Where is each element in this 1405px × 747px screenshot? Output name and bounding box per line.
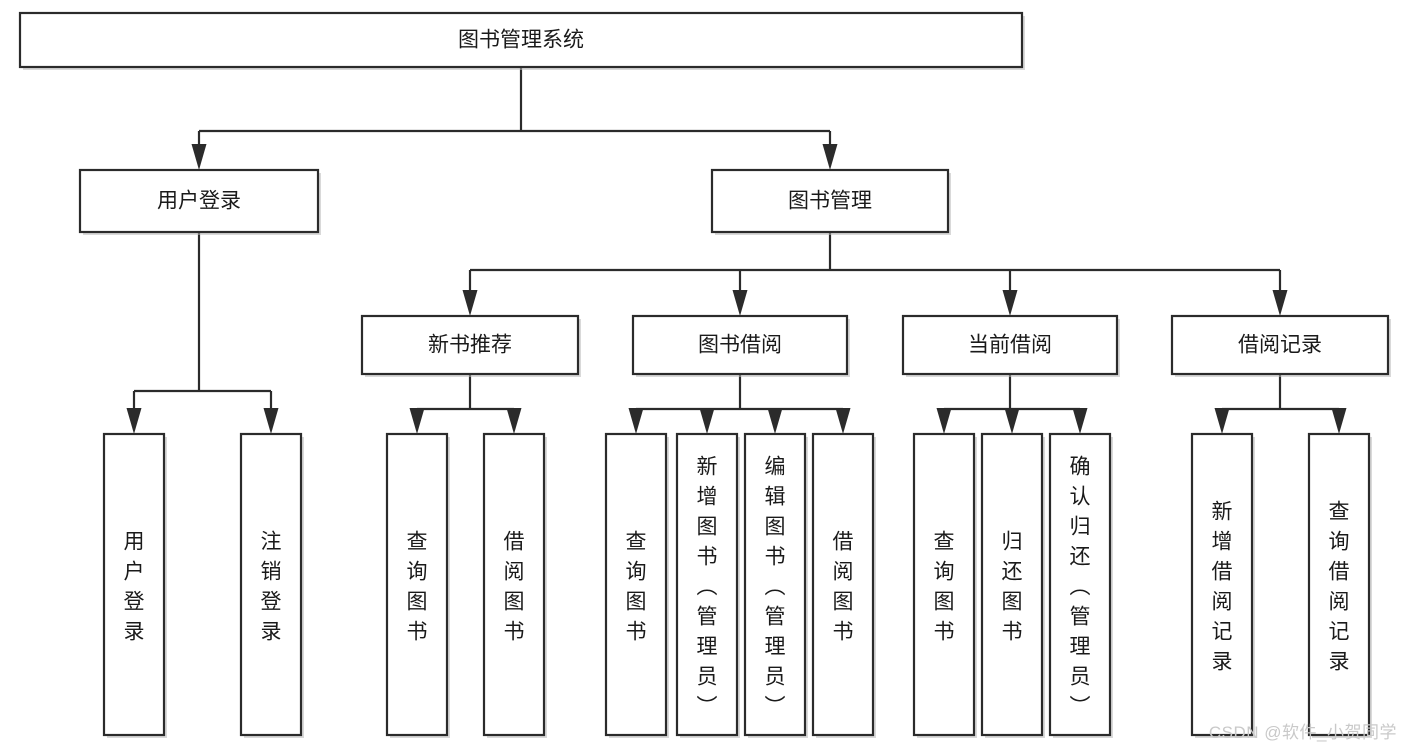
node-label: 归还图书 [1002, 531, 1023, 644]
node-leaf-5[interactable]: 查询图书 [604, 432, 669, 738]
node-box [980, 432, 1044, 737]
node-box [710, 168, 950, 234]
node-box [385, 432, 449, 737]
node-leaf-4[interactable]: 借阅图书 [482, 432, 547, 738]
arrowhead-icon [1331, 408, 1347, 434]
node-box [631, 314, 849, 376]
node-box [239, 432, 303, 737]
node-leaf-3[interactable]: 查询图书 [385, 432, 450, 738]
arrowhead-icon [1214, 408, 1230, 434]
arrowhead-icon [699, 408, 715, 434]
connector-group [936, 374, 1088, 434]
node-label: 查询图书 [407, 531, 428, 644]
arrowhead-icon [767, 408, 783, 434]
node-layer: 图书管理系统用户登录图书管理新书推荐图书借阅当前借阅借阅记录用户登录注销登录查询… [18, 11, 1391, 738]
node-label: 查询借阅记录 [1329, 501, 1350, 674]
arrowhead-icon [1072, 408, 1088, 434]
connector-group [1214, 374, 1347, 434]
node-label: 确认归还︵管理员︶ [1070, 456, 1091, 719]
arrowhead-icon [936, 408, 952, 434]
arrowhead-icon [835, 408, 851, 434]
arrowhead-icon [628, 408, 644, 434]
node-label: 借阅图书 [833, 531, 854, 644]
node-label: 新书推荐 [428, 334, 512, 357]
node-root[interactable]: 图书管理系统 [18, 11, 1025, 70]
node-label: 新增图书︵管理员︶ [697, 456, 718, 719]
node-box [18, 11, 1024, 69]
arrowhead-icon [126, 408, 142, 434]
node-leaf-1[interactable]: 用户登录 [102, 432, 167, 738]
node-label: 新增借阅记录 [1212, 501, 1233, 674]
node-label: 用户登录 [124, 531, 145, 644]
node-leaf-7[interactable]: 编辑图书︵管理员︶ [743, 432, 808, 738]
node-label: 图书管理系统 [458, 29, 584, 52]
node-box [675, 432, 739, 737]
node-box [743, 432, 807, 737]
node-records[interactable]: 借阅记录 [1170, 314, 1391, 377]
arrowhead-icon [263, 408, 279, 434]
node-label: 注销登录 [261, 531, 282, 644]
arrowhead-icon [506, 408, 522, 434]
node-label: 编辑图书︵管理员︶ [765, 456, 786, 719]
node-box [901, 314, 1119, 376]
arrowhead-icon [409, 408, 425, 434]
node-leaf-2[interactable]: 注销登录 [239, 432, 304, 738]
arrowhead-icon [191, 144, 207, 170]
node-box [811, 432, 875, 737]
arrowhead-icon [1272, 290, 1288, 316]
node-leaf-12[interactable]: 新增借阅记录 [1190, 432, 1255, 738]
node-label: 借阅图书 [504, 531, 525, 644]
node-box [1170, 314, 1390, 376]
connector-group [462, 232, 1288, 316]
node-label: 图书管理 [788, 190, 872, 213]
connector-layer [126, 67, 1347, 434]
node-box [604, 432, 668, 737]
connector-group [126, 232, 279, 434]
node-leaf-10[interactable]: 归还图书 [980, 432, 1045, 738]
node-box [1048, 432, 1112, 737]
node-box [912, 432, 976, 737]
connector-group [628, 374, 851, 434]
node-label: 当前借阅 [968, 334, 1052, 357]
node-box [78, 168, 320, 234]
node-box [1190, 432, 1254, 737]
node-label: 图书借阅 [698, 334, 782, 357]
connector-group [191, 67, 838, 170]
node-label: 查询图书 [934, 531, 955, 644]
node-leaf-9[interactable]: 查询图书 [912, 432, 977, 738]
node-login[interactable]: 用户登录 [78, 168, 321, 235]
node-bookmgmt[interactable]: 图书管理 [710, 168, 951, 235]
arrowhead-icon [822, 144, 838, 170]
node-newbook[interactable]: 新书推荐 [360, 314, 581, 377]
node-label: 用户登录 [157, 190, 241, 213]
arrowhead-icon [1004, 408, 1020, 434]
node-label: 借阅记录 [1238, 334, 1322, 357]
node-box [360, 314, 580, 376]
arrowhead-icon [462, 290, 478, 316]
node-box [482, 432, 546, 737]
node-borrow[interactable]: 图书借阅 [631, 314, 850, 377]
connector-group [409, 374, 522, 434]
arrowhead-icon [732, 290, 748, 316]
node-box [102, 432, 166, 737]
node-box [1307, 432, 1371, 737]
node-label: 查询图书 [626, 531, 647, 644]
node-leaf-13[interactable]: 查询借阅记录 [1307, 432, 1372, 738]
arrowhead-icon [1002, 290, 1018, 316]
node-leaf-8[interactable]: 借阅图书 [811, 432, 876, 738]
node-leaf-11[interactable]: 确认归还︵管理员︶ [1048, 432, 1113, 738]
node-leaf-6[interactable]: 新增图书︵管理员︶ [675, 432, 740, 738]
watermark-label: CSDN @软件_小贺同学 [1208, 723, 1397, 742]
node-current[interactable]: 当前借阅 [901, 314, 1120, 377]
